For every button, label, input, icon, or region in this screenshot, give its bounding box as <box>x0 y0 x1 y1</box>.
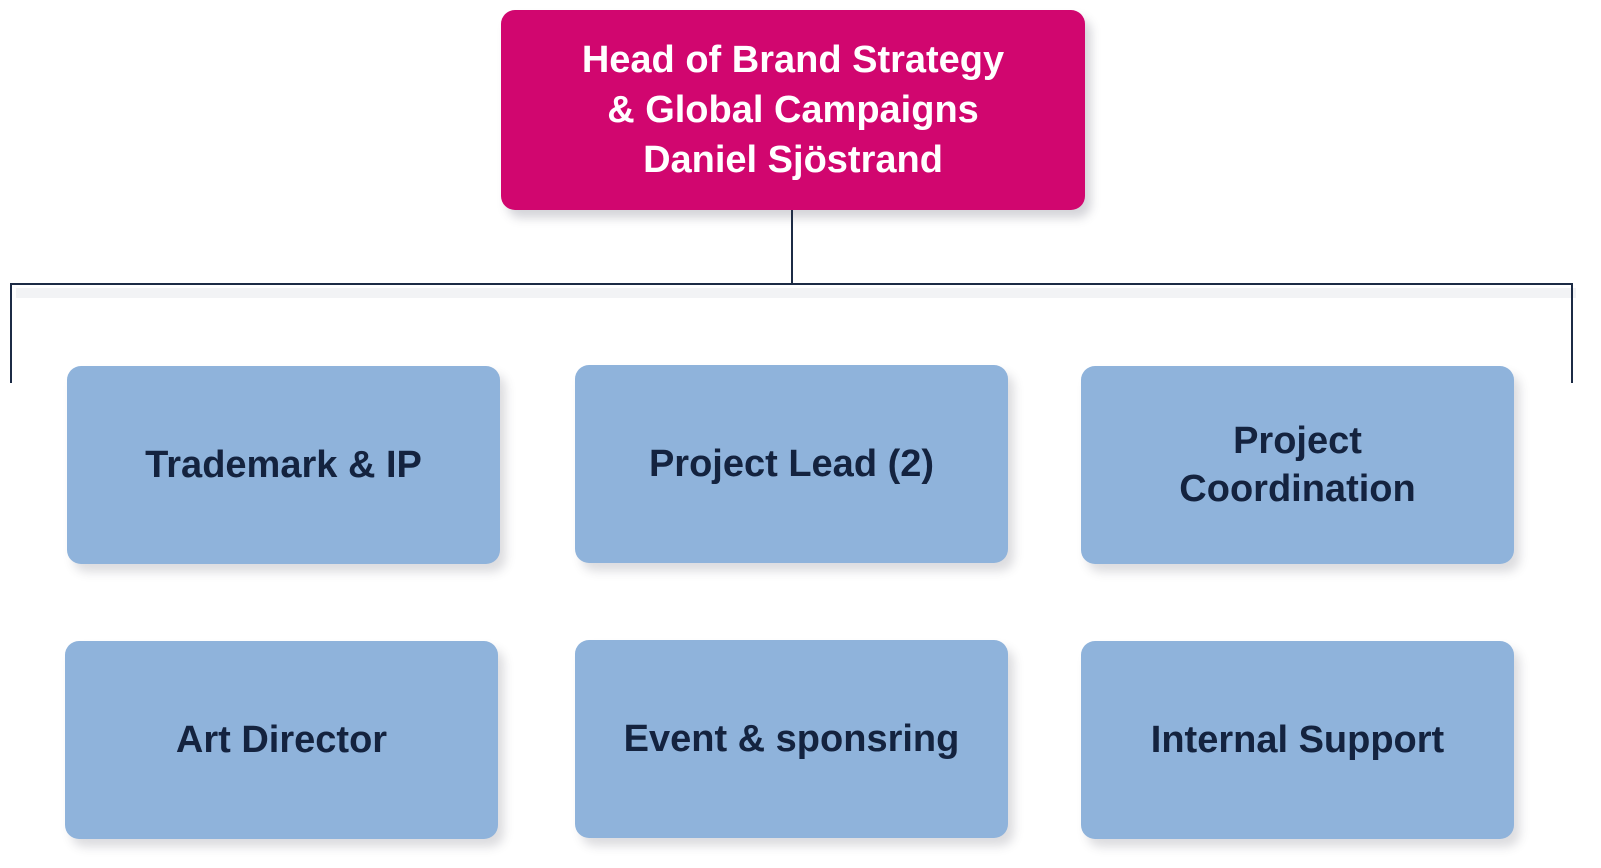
child-node-trademark-ip[interactable]: Trademark & IP <box>67 366 500 564</box>
child-node-label: Art Director <box>175 719 388 761</box>
child-node-label: Project Lead (2) <box>648 443 935 485</box>
connector-right-drop <box>1571 283 1573 383</box>
child-node-internal-support[interactable]: Internal Support <box>1081 641 1514 839</box>
connector-horizontal-bar <box>10 283 1573 285</box>
root-title-line-1: Head of Brand Strategy <box>581 39 1005 81</box>
child-node-project-coordination[interactable]: Project Coordination <box>1081 366 1514 564</box>
root-node-head-of-brand-strategy[interactable]: Head of Brand Strategy & Global Campaign… <box>501 10 1085 210</box>
connector-left-drop <box>10 283 12 383</box>
root-person-name: Daniel Sjöstrand <box>643 139 943 181</box>
connector-root-stem <box>791 210 793 285</box>
child-node-label: Trademark & IP <box>145 444 422 486</box>
child-node-label: Project Coordination <box>1179 420 1416 510</box>
child-node-label: Internal Support <box>1150 719 1445 761</box>
child-node-project-lead[interactable]: Project Lead (2) <box>575 365 1008 563</box>
child-node-art-director[interactable]: Art Director <box>65 641 498 839</box>
child-node-event-sponsring[interactable]: Event & sponsring <box>575 640 1008 838</box>
child-node-label: Event & sponsring <box>623 718 960 760</box>
root-node-text: Head of Brand Strategy & Global Campaign… <box>582 35 1004 185</box>
connector-shadow <box>16 288 1576 298</box>
root-title-line-2: & Global Campaigns <box>607 89 979 131</box>
